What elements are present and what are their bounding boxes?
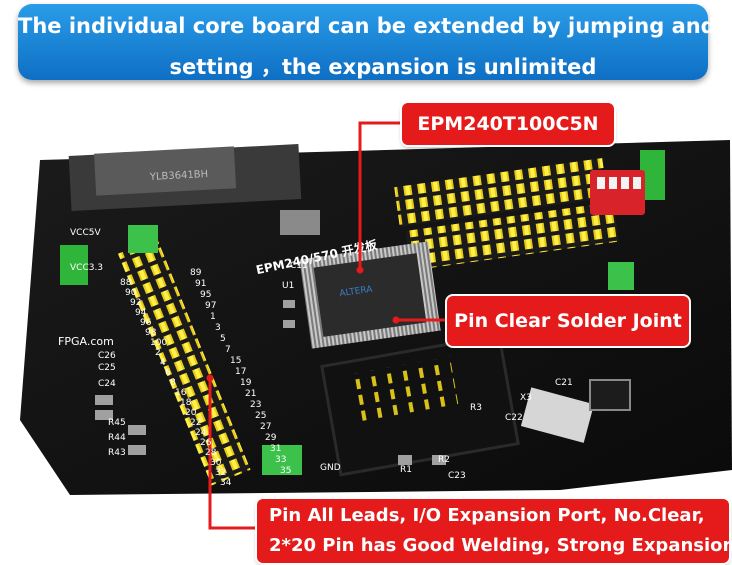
pin-number-label: 15 bbox=[230, 356, 241, 366]
pin-number-label: 20 bbox=[185, 408, 197, 418]
component-label: R45 bbox=[108, 418, 126, 428]
pin-number-label: 35 bbox=[280, 466, 291, 476]
callout-leaders bbox=[208, 121, 447, 530]
green-jumper-left bbox=[60, 245, 88, 285]
pin-number-label: 24 bbox=[195, 428, 207, 438]
pin-number-label: 25 bbox=[255, 411, 266, 421]
small-ic-u6 bbox=[589, 379, 631, 411]
pin-number-label: 89 bbox=[190, 268, 202, 278]
pin-number-label: 17 bbox=[235, 367, 246, 377]
pin-number-label: 96 bbox=[140, 318, 152, 328]
pin-number-label: 33 bbox=[275, 455, 286, 465]
pin-number-label: 95 bbox=[200, 290, 211, 300]
component-label: R43 bbox=[108, 448, 126, 458]
pin-number-label: 23 bbox=[250, 400, 261, 410]
pin-number-label: 4 bbox=[160, 358, 166, 368]
pin-number-label: 34 bbox=[220, 478, 232, 488]
pin-number-label: 31 bbox=[270, 444, 281, 454]
component-label: VCC3.3 bbox=[70, 263, 103, 273]
pin-number-label: 8 bbox=[170, 378, 176, 388]
pin-number-label: 90 bbox=[125, 288, 137, 298]
pin-number-label: 29 bbox=[265, 433, 277, 443]
component-label: R1 bbox=[400, 465, 412, 475]
component-label: C24 bbox=[98, 379, 116, 389]
pin-number-label: 94 bbox=[135, 308, 147, 318]
pin-number-label: 91 bbox=[195, 279, 206, 289]
pin-number-label: 30 bbox=[210, 458, 222, 468]
headline-line-2: setting ，the expansion is unlimited bbox=[169, 55, 597, 79]
pin-number-label: 100 bbox=[150, 338, 167, 348]
component-label: C23 bbox=[448, 471, 466, 481]
pin-number-label: 92 bbox=[130, 298, 141, 308]
component-label: R44 bbox=[108, 433, 126, 443]
pin-number-label: 97 bbox=[205, 301, 216, 311]
headline-banner: The individual core board can be extende… bbox=[18, 4, 716, 80]
chip-model-callout: EPM240T100C5N bbox=[402, 103, 614, 145]
pin-number-label: 26 bbox=[200, 438, 212, 448]
pin-number-label: 32 bbox=[215, 468, 226, 478]
component-label: R3 bbox=[470, 403, 482, 413]
pin-number-label: 21 bbox=[245, 389, 256, 399]
component-label: C25 bbox=[98, 363, 116, 373]
pin-number-label: 98 bbox=[145, 328, 157, 338]
pin-number-label: 2 bbox=[155, 348, 161, 358]
green-jumper-right bbox=[608, 262, 634, 290]
component-label: VCC5V bbox=[70, 228, 101, 238]
pin-number-label: 88 bbox=[120, 278, 132, 288]
pin-number-label: 28 bbox=[205, 448, 217, 458]
pin-callout-line-1: Pin All Leads, I/O Expansion Port, No.Cl… bbox=[269, 505, 705, 526]
crystal-oscillator bbox=[280, 210, 320, 235]
pin-number-label: 16 bbox=[175, 388, 187, 398]
crystal-x3 bbox=[520, 387, 595, 443]
pin-number-label: 3 bbox=[215, 323, 221, 333]
component-label: GND bbox=[320, 463, 341, 473]
pin-number-label: 7 bbox=[225, 345, 231, 355]
pin-callout-line-2: 2*20 Pin has Good Welding, Strong Expans… bbox=[269, 535, 732, 556]
pin-number-label: 19 bbox=[240, 378, 252, 388]
component-label: R2 bbox=[438, 455, 450, 465]
display-silkscreen: YLB3641BH bbox=[149, 169, 209, 183]
pin-number-label: 18 bbox=[180, 398, 192, 408]
pin-number-label: 27 bbox=[260, 422, 271, 432]
epm240-chip: ALTERA bbox=[299, 241, 441, 349]
left-pin-header bbox=[117, 237, 251, 486]
svg-text:ALTERA: ALTERA bbox=[339, 285, 374, 300]
pin-number-label: 1 bbox=[210, 312, 216, 322]
right-pin-header bbox=[394, 157, 619, 271]
headline-line-1: The individual core board can be extende… bbox=[18, 14, 716, 38]
pin-number-label: 5 bbox=[220, 334, 226, 344]
component-label: U1 bbox=[282, 281, 294, 291]
pin-number-label: 6 bbox=[165, 368, 171, 378]
pin-expansion-callout: Pin All Leads, I/O Expansion Port, No.Cl… bbox=[257, 499, 732, 563]
green-jumper-top bbox=[128, 225, 158, 253]
pin-number-label: 22 bbox=[190, 418, 201, 428]
solder-joint-callout: Pin Clear Solder Joint bbox=[447, 296, 689, 346]
site-silkscreen: FPGA.com bbox=[58, 335, 114, 348]
green-jumper-bottom bbox=[262, 445, 302, 475]
component-label: X3 bbox=[520, 393, 532, 403]
component-label: C22 bbox=[505, 413, 523, 423]
red-dip-switch bbox=[590, 170, 645, 215]
component-label: C26 bbox=[98, 351, 116, 361]
component-label: C11 bbox=[290, 261, 308, 271]
component-label: C21 bbox=[555, 378, 573, 388]
